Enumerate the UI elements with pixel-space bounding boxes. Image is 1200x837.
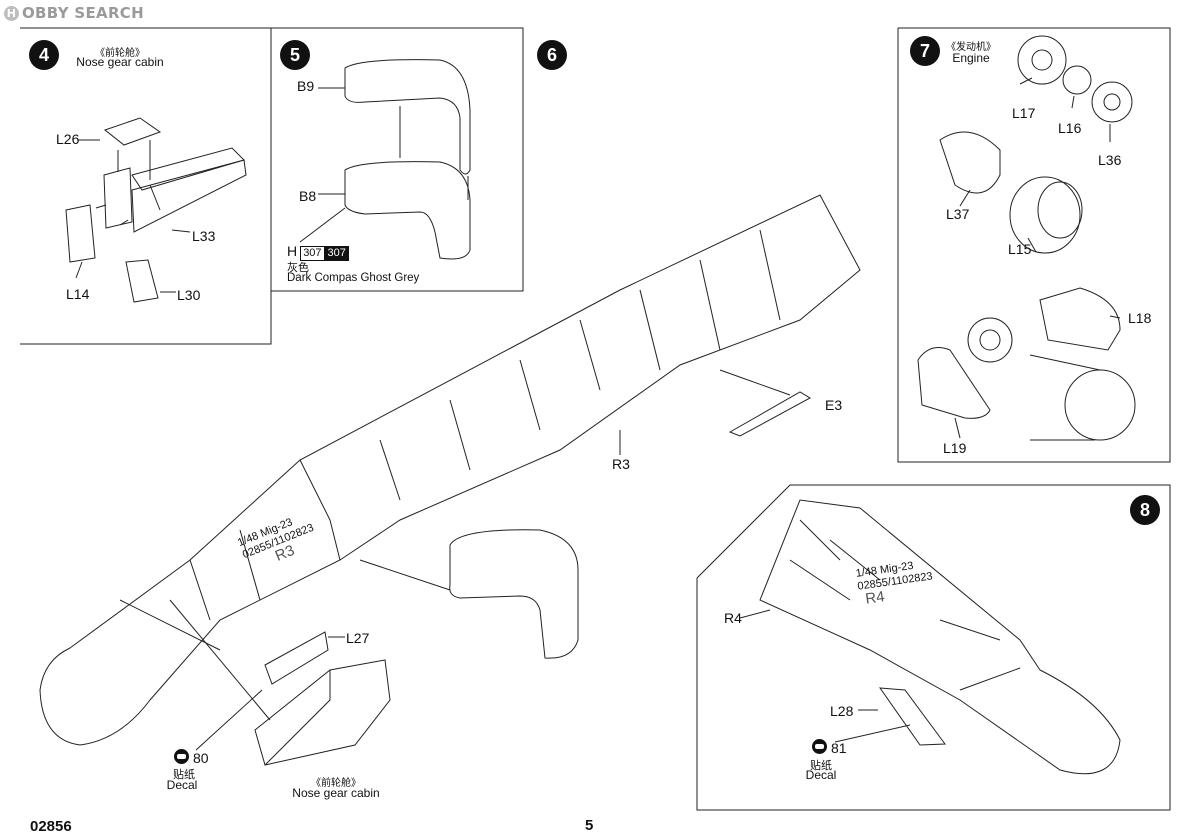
- decal-81-cn: 贴纸: [810, 760, 832, 772]
- step7-title-en: Engine: [952, 51, 990, 65]
- part-L14-label: L14: [66, 286, 90, 302]
- part-L30-label: L30: [177, 287, 201, 303]
- step4-panel-border: [20, 27, 272, 345]
- decal-icon: [812, 739, 827, 754]
- step7-title-cn: 《发动机》: [946, 42, 996, 53]
- paint-prefix: H: [287, 243, 298, 259]
- step5-drawing: [299, 59, 471, 260]
- step4-title-en: Nose gear cabin: [76, 55, 164, 69]
- watermark: H OBBY SEARCH: [4, 4, 144, 22]
- decal-80-number: 80: [193, 750, 209, 766]
- kit-code: 02856: [30, 818, 72, 835]
- part-L28-label: L28: [830, 703, 854, 719]
- step7-panel-border: [897, 27, 1171, 463]
- step7-drawing: [917, 35, 1136, 441]
- paint-name-en: Dark Compas Ghost Grey: [287, 272, 420, 284]
- decal-icon: [174, 749, 189, 764]
- part-B8-label: B8: [299, 188, 317, 204]
- part-R3-label: R3: [612, 456, 630, 472]
- step8-number: 8: [1130, 495, 1160, 525]
- paint-code-light: 307: [300, 246, 325, 261]
- part-E3-label: E3: [825, 397, 843, 413]
- part-L18-label: L18: [1128, 310, 1152, 326]
- step6-bottom-en: Nose gear cabin: [292, 786, 380, 800]
- step7-number: 7: [910, 36, 940, 66]
- part-L16-label: L16: [1058, 120, 1082, 136]
- part-L26-label: L26: [56, 131, 80, 147]
- part-B9-label: B9: [297, 78, 315, 94]
- step6-drawing: [39, 194, 861, 766]
- step4-drawing: [65, 117, 247, 303]
- part-R4-label: R4: [724, 610, 742, 626]
- part-L15-label: L15: [1008, 241, 1032, 257]
- step5-number: 5: [280, 40, 310, 70]
- step8-drawing: [739, 499, 1121, 775]
- watermark-badge: H: [4, 5, 19, 21]
- decal-81-en: Decal: [805, 768, 837, 782]
- part-L37-label: L37: [946, 206, 970, 222]
- decal-81-number: 81: [831, 740, 847, 756]
- decal-80-en: Decal: [166, 778, 198, 792]
- paint-name-cn: 灰色: [287, 262, 309, 274]
- step8-panel-border: [696, 484, 1171, 811]
- watermark-text: OBBY SEARCH: [22, 4, 144, 22]
- step6-number: 6: [537, 40, 567, 70]
- decal-80-cn: 贴纸: [173, 769, 195, 781]
- step5-panel-border: [271, 27, 524, 292]
- paint-code-dark: 307: [324, 246, 349, 261]
- step4-title-cn: 《前轮舱》: [95, 48, 145, 59]
- part-L17-label: L17: [1012, 105, 1036, 121]
- part-L27-label: L27: [346, 630, 370, 646]
- part-L33-label: L33: [192, 228, 216, 244]
- page-number: 5: [585, 817, 594, 834]
- step6-bottom-cn: 《前轮舱》: [311, 778, 361, 789]
- part-L36-label: L36: [1098, 152, 1122, 168]
- step4-number: 4: [29, 40, 59, 70]
- part-L19-label: L19: [943, 440, 967, 456]
